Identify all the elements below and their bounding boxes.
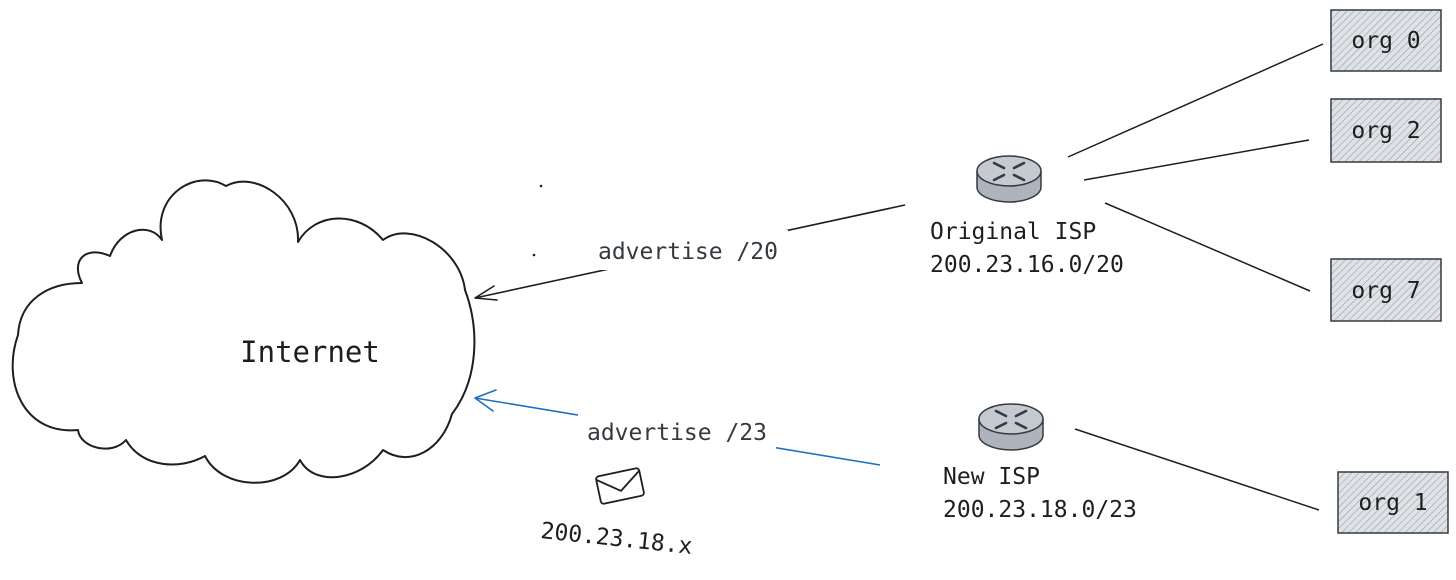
link-original-isp-org-0 <box>1067 43 1324 158</box>
org-box-org-7: org 7 <box>1330 258 1442 322</box>
stray-dot <box>539 184 543 188</box>
original-isp-prefix: 200.23.16.0/20 <box>930 252 1124 278</box>
org-label: org 1 <box>1358 490 1427 516</box>
original-isp-router: Original ISP 200.23.16.0/20 <box>930 155 1124 278</box>
link-original-isp-internet: advertise /20 <box>474 204 906 301</box>
new-isp-router: New ISP 200.23.18.0/23 <box>943 403 1137 523</box>
org-label: org 0 <box>1351 28 1420 54</box>
advertise-20-label: advertise /20 <box>598 239 778 265</box>
link-original-isp-org-2 <box>1083 139 1310 181</box>
org-label: org 7 <box>1351 278 1420 304</box>
advertise-23-label: advertise /23 <box>587 420 767 446</box>
link-new-isp-org-1 <box>1074 428 1320 511</box>
org-box-org-2: org 2 <box>1330 98 1442 163</box>
router-icon <box>976 155 1042 203</box>
new-isp-prefix: 200.23.18.0/23 <box>943 497 1137 523</box>
packet-address: 200.23.18.x <box>539 518 693 560</box>
internet-label: Internet <box>240 335 380 369</box>
link-original-isp-org-7 <box>1104 202 1311 292</box>
new-isp-name: New ISP <box>943 464 1040 490</box>
internet-cloud: Internet <box>11 179 476 484</box>
original-isp-name: Original ISP <box>930 219 1096 245</box>
packet: 200.23.18.x <box>539 467 694 560</box>
stray-dot <box>532 253 536 257</box>
org-label: org 2 <box>1351 118 1420 144</box>
envelope-icon <box>595 467 645 505</box>
org-box-org-1: org 1 <box>1337 471 1449 534</box>
link-new-isp-internet: advertise /23 <box>474 389 881 466</box>
org-box-org-0: org 0 <box>1330 9 1442 72</box>
router-icon <box>978 403 1044 451</box>
